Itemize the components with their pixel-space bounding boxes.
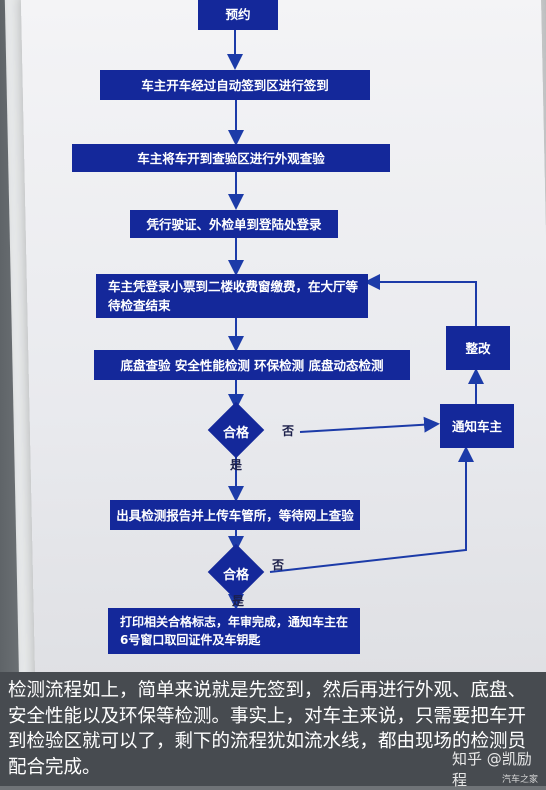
rectify-box: 整改 [446, 326, 510, 370]
decision-pass-2-label: 合格 [222, 568, 249, 583]
step-inspections: 底盘查验 安全性能检测 环保检测 底盘动态检测 [94, 350, 410, 380]
no-label-2: 否 [272, 558, 285, 572]
step-inspections-label: 底盘查验 安全性能检测 环保检测 底盘动态检测 [120, 357, 384, 373]
start-box: 预约 [198, 0, 278, 30]
step-complete-label: 打印相关合格标志，年审完成，通知车主在6号窗口取回证件及车钥匙 [120, 615, 349, 647]
notify-owner-label: 通知车主 [451, 418, 502, 434]
step-appearance-check: 车主将车开到查验区进行外观查验 [72, 144, 390, 172]
caption-panel: 检测流程如上，简单来说就是先签到，然后再进行外观、底盘、安全性能以及环保等检测。… [0, 672, 546, 786]
step-register: 凭行驶证、外检单到登陆处登录 [130, 210, 338, 238]
step-sign-in: 车主开车经过自动签到区进行签到 [100, 70, 370, 100]
signboard-photo: 预约 车主开车经过自动签到区进行签到 车主将车开到查验区进行外观查验 凭行驶证、… [0, 0, 546, 672]
step-report-label: 出具检测报告并上传车管所，等待网上查验 [116, 507, 354, 523]
caption-text: 检测流程如上，简单来说就是先签到，然后再进行外观、底盘、安全性能以及环保等检测。… [8, 680, 527, 778]
watermark: 知乎 @凯励程 [452, 750, 532, 789]
step-complete: 打印相关合格标志，年审完成，通知车主在6号窗口取回证件及车钥匙 [108, 608, 360, 654]
step-payment: 车主凭登录小票到二楼收费窗缴费，在大厅等待检查结束 [96, 274, 368, 318]
rectify-label: 整改 [465, 340, 491, 356]
no-label-1: 否 [282, 424, 295, 438]
yes-label-2: 是 [232, 594, 245, 608]
step-payment-label: 车主凭登录小票到二楼收费窗缴费，在大厅等待检查结束 [108, 279, 359, 313]
step-sign-in-label: 车主开车经过自动签到区进行签到 [141, 77, 329, 93]
decision-pass-1-label: 合格 [222, 426, 249, 441]
step-register-label: 凭行驶证、外检单到登陆处登录 [146, 216, 322, 232]
watermark-small: 汽车之家 [502, 775, 539, 785]
start-label: 预约 [225, 6, 251, 22]
yes-label-1: 是 [230, 458, 243, 472]
step-report: 出具检测报告并上传车管所，等待网上查验 [110, 500, 360, 530]
step-appearance-check-label: 车主将车开到查验区进行外观查验 [137, 150, 325, 166]
notify-owner-box: 通知车主 [440, 404, 514, 448]
